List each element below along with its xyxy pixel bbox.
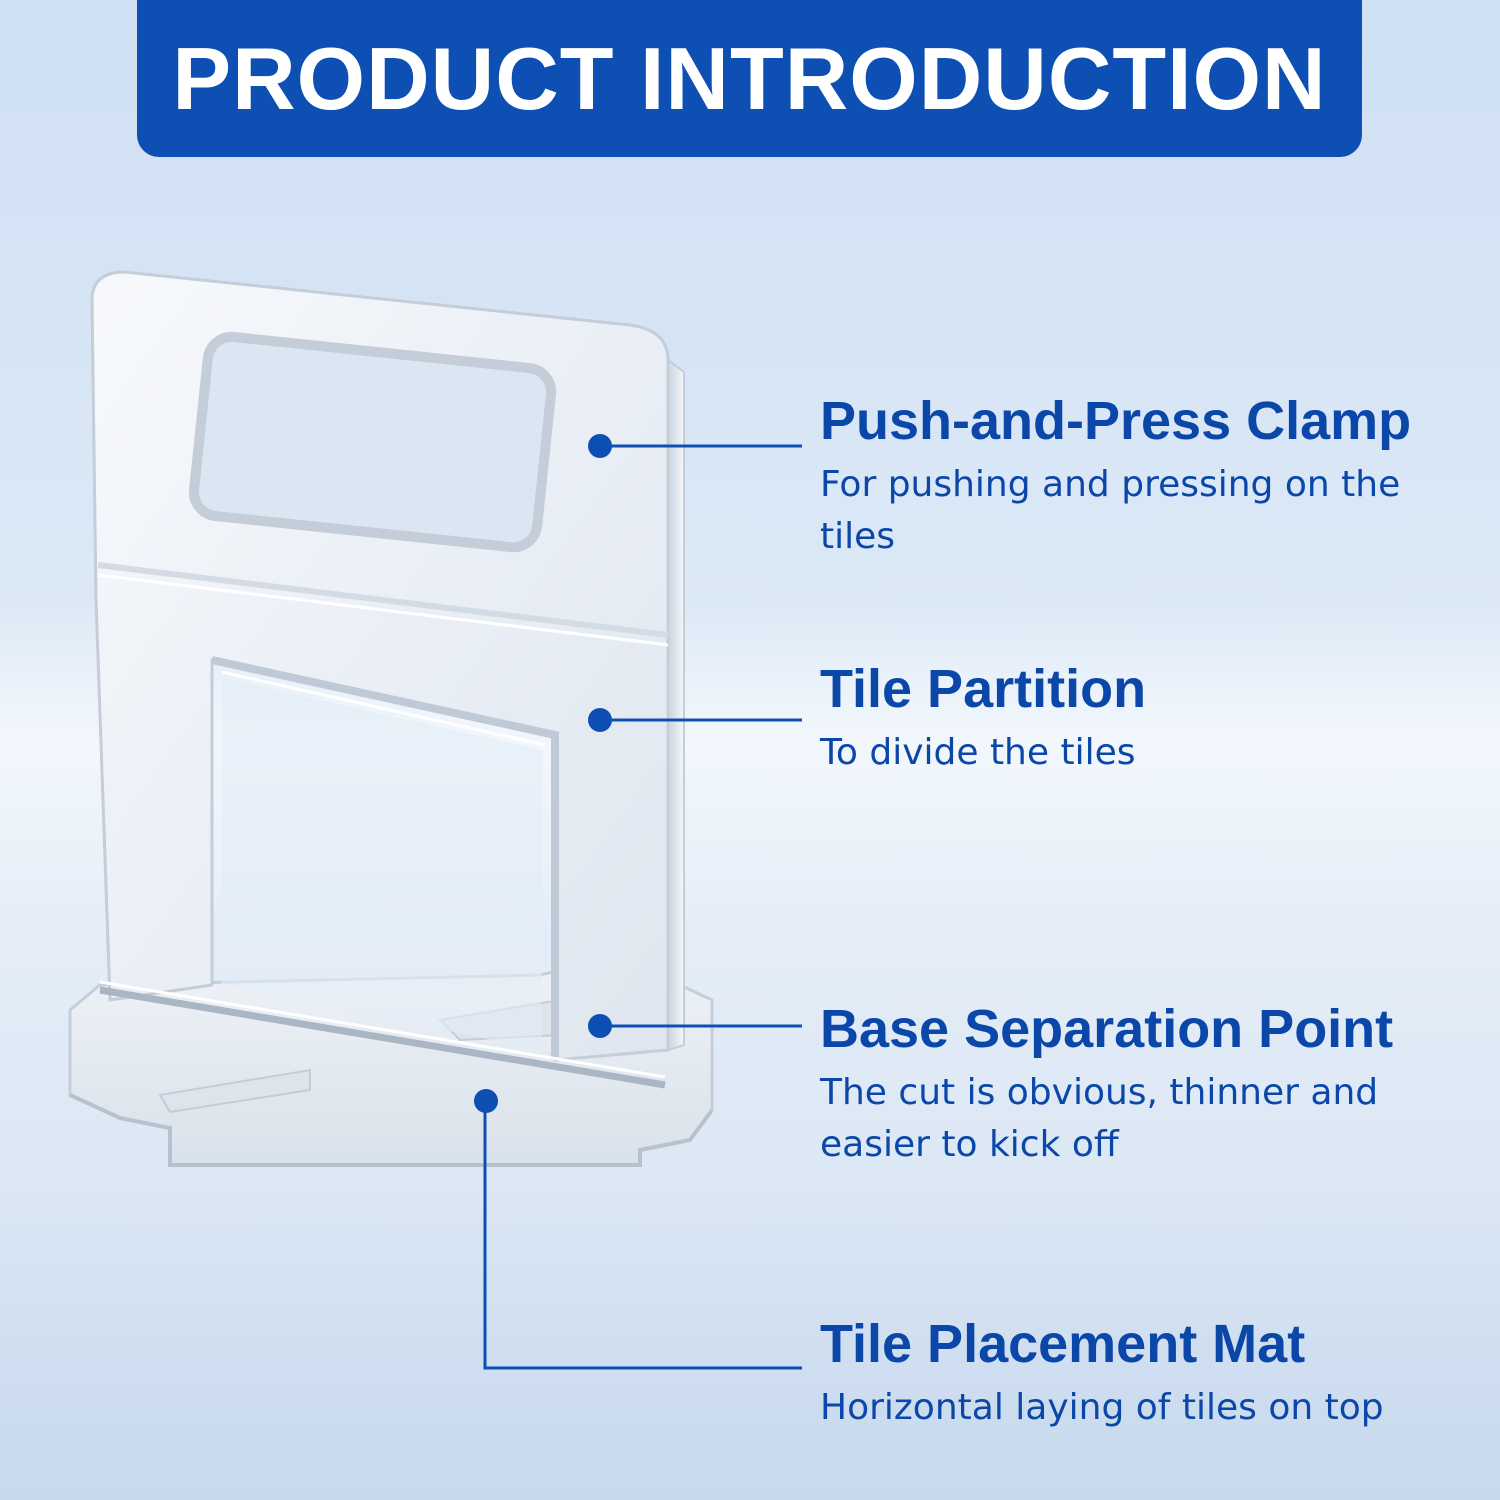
leader-line-mat <box>483 1102 802 1370</box>
feature-description: To divide the tiles <box>820 732 1136 774</box>
feature-tile-placement-mat: Tile Placement Mat Horizontal laying of … <box>820 1314 1480 1434</box>
callout-dot-clamp <box>588 434 612 458</box>
feature-description: The cut is obvious, thinner and easier t… <box>820 1072 1379 1166</box>
feature-title: Tile Partition <box>820 659 1147 719</box>
header-banner: PRODUCT INTRODUCTION <box>137 0 1362 157</box>
feature-title: Base Separation Point <box>820 999 1394 1059</box>
background-floor <box>0 1180 1500 1500</box>
feature-description: For pushing and pressing on the tiles <box>820 464 1401 558</box>
banner-title: PRODUCT INTRODUCTION <box>172 28 1327 128</box>
feature-title: Push-and-Press Clamp <box>820 391 1412 451</box>
feature-push-and-press-clamp: Push-and-Press Clamp For pushing and pre… <box>820 391 1480 563</box>
feature-title: Tile Placement Mat <box>820 1314 1306 1374</box>
callout-dot-separation <box>588 1014 612 1038</box>
feature-tile-partition: Tile Partition To divide the tiles <box>820 659 1480 779</box>
callout-dot-partition <box>588 708 612 732</box>
feature-base-separation-point: Base Separation Point The cut is obvious… <box>820 999 1480 1171</box>
callout-dot-mat <box>474 1089 498 1113</box>
feature-description: Horizontal laying of tiles on top <box>820 1387 1384 1429</box>
